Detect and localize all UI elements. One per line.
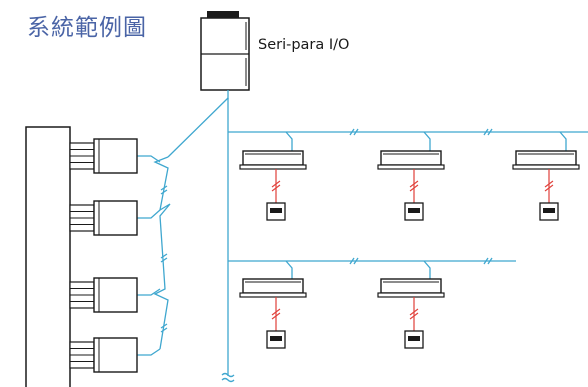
io-module	[69, 200, 138, 236]
cassette-panel	[239, 164, 307, 170]
outdoor-unit-fan	[207, 11, 239, 19]
outdoor-unit-label: Seri-para I/O	[258, 37, 350, 53]
slash-mark	[271, 308, 281, 320]
row1-drop-1	[285, 131, 293, 151]
cassette-panel	[377, 164, 445, 170]
slash-mark	[544, 180, 554, 192]
slash-mark	[160, 253, 168, 263]
indoor-units	[239, 150, 580, 349]
slash-mark	[349, 257, 359, 265]
io-module	[69, 277, 138, 313]
cassette-body	[515, 150, 577, 166]
row2-drop-2	[423, 260, 431, 279]
module-link-2	[137, 209, 161, 219]
indoor-unit	[512, 150, 580, 221]
cassette-body	[380, 150, 442, 166]
indoor-unit	[377, 278, 445, 349]
slash-mark	[409, 308, 419, 320]
io-module-body	[93, 138, 138, 174]
indoor-unit	[239, 278, 307, 349]
slash-mark	[271, 180, 281, 192]
cassette-body	[242, 150, 304, 166]
slash-mark	[483, 128, 493, 136]
io-module-body	[93, 337, 138, 373]
indoor-unit	[377, 150, 445, 221]
slash-mark	[349, 128, 359, 136]
cassette-body	[380, 278, 442, 294]
io-module-body	[93, 277, 138, 313]
slash-mark	[160, 185, 168, 195]
diagram-title: 系統範例圖	[27, 15, 147, 41]
module-link-3	[137, 288, 161, 296]
wired-controller-display	[270, 336, 282, 341]
io-modules	[69, 138, 138, 373]
indoor-unit	[239, 150, 307, 221]
outdoor-to-modules-line	[167, 97, 229, 158]
slash-mark	[409, 180, 419, 192]
wired-controller-display	[408, 208, 420, 213]
row1-drop-3	[559, 131, 567, 151]
io-module	[69, 138, 138, 174]
module-chain-line	[153, 156, 171, 350]
slash-mark	[483, 257, 493, 265]
row2-drop-1	[285, 260, 293, 279]
wired-controller-display	[408, 336, 420, 341]
wired-controller-display	[543, 208, 555, 213]
trunk-break-mark	[221, 372, 235, 383]
row1-drop-2	[423, 131, 431, 151]
slash-mark	[160, 323, 168, 333]
wired-controller-display	[270, 208, 282, 213]
io-panel	[25, 126, 71, 387]
outdoor-unit	[200, 11, 250, 91]
io-module-body	[93, 200, 138, 236]
module-link-1	[137, 155, 161, 163]
cassette-panel	[512, 164, 580, 170]
io-module	[69, 337, 138, 373]
cassette-panel	[377, 292, 445, 298]
cassette-panel	[239, 292, 307, 298]
cassette-body	[242, 278, 304, 294]
network-lines	[137, 90, 588, 383]
module-link-4	[137, 348, 161, 356]
